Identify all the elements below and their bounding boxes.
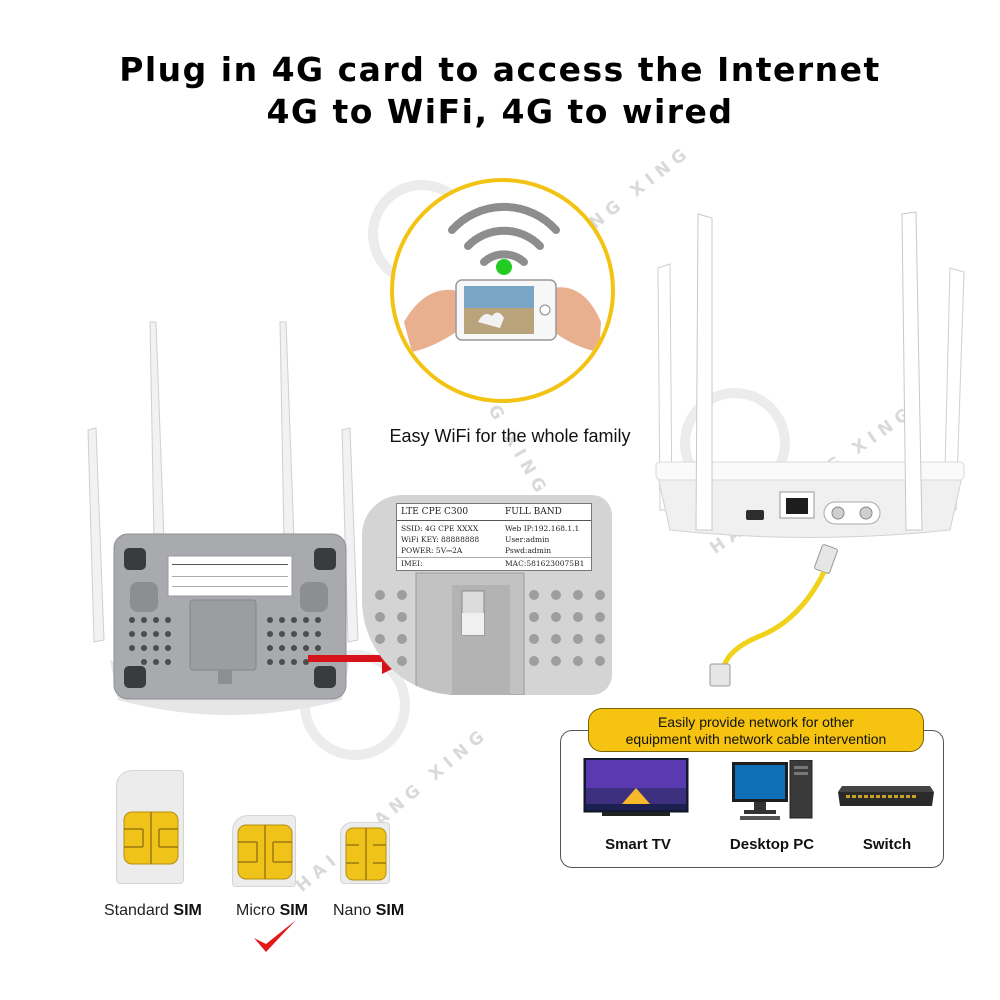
standard-sim-card [116, 770, 184, 884]
label-ssid: SSID: 4G CPE XXXX [401, 524, 479, 533]
wifi-illustration [390, 178, 615, 403]
label-user: User:admin [505, 535, 550, 544]
label-imei: IMEI: [401, 559, 423, 568]
network-switch-icon [838, 786, 934, 806]
device-label: LTE CPE C300 FULL BAND SSID: 4G CPE XXXX… [396, 503, 592, 571]
checkmark-icon [254, 920, 296, 952]
headline-line-1: Plug in 4G card to access the Internet [119, 50, 881, 89]
device-label-smart-tv: Smart TV [605, 836, 671, 853]
sim-label-nano: Nano SIM [333, 902, 405, 919]
smart-tv-icon [583, 758, 689, 816]
devices-banner: Easily provide network for other equipme… [588, 708, 924, 752]
wifi-caption: Easy WiFi for the whole family [389, 426, 631, 446]
sim-chip-icon [345, 827, 387, 881]
micro-sim-card [232, 815, 296, 887]
device-label-desktop-pc: Desktop PC [729, 836, 815, 853]
banner-line-2: equipment with network cable interventio… [625, 731, 887, 747]
desktop-pc-icon [732, 760, 813, 820]
label-band: FULL BAND [505, 507, 562, 517]
sim-label-micro: Micro SIM [236, 902, 309, 919]
label-pswd: Pswd:admin [505, 546, 552, 555]
label-power: POWER: 5V⎓2A [401, 546, 463, 555]
headline-line-2: 4G to WiFi, 4G to wired [266, 92, 734, 131]
label-mac: MAC:5816230075B1 [505, 559, 585, 568]
router-back-view [87, 321, 359, 715]
device-label-switch: Switch [862, 836, 912, 853]
label-wifi-key: WiFi KEY: 88888888 [401, 535, 480, 544]
label-model: LTE CPE C300 [401, 507, 469, 517]
sim-slot-closeup: LTE CPE C300 FULL BAND SSID: 4G CPE XXXX… [362, 495, 612, 695]
sim-chip-icon [123, 811, 179, 865]
sim-label-standard: Standard SIM [104, 902, 202, 919]
wifi-icon [404, 202, 601, 352]
banner-line-1: Easily provide network for other [657, 714, 855, 730]
label-web-ip: Web IP:192.168.1.1 [505, 524, 580, 533]
router-front-view [655, 211, 965, 538]
nano-sim-card [340, 822, 390, 884]
sim-chip-icon [237, 824, 293, 880]
ethernet-cable [709, 544, 838, 687]
